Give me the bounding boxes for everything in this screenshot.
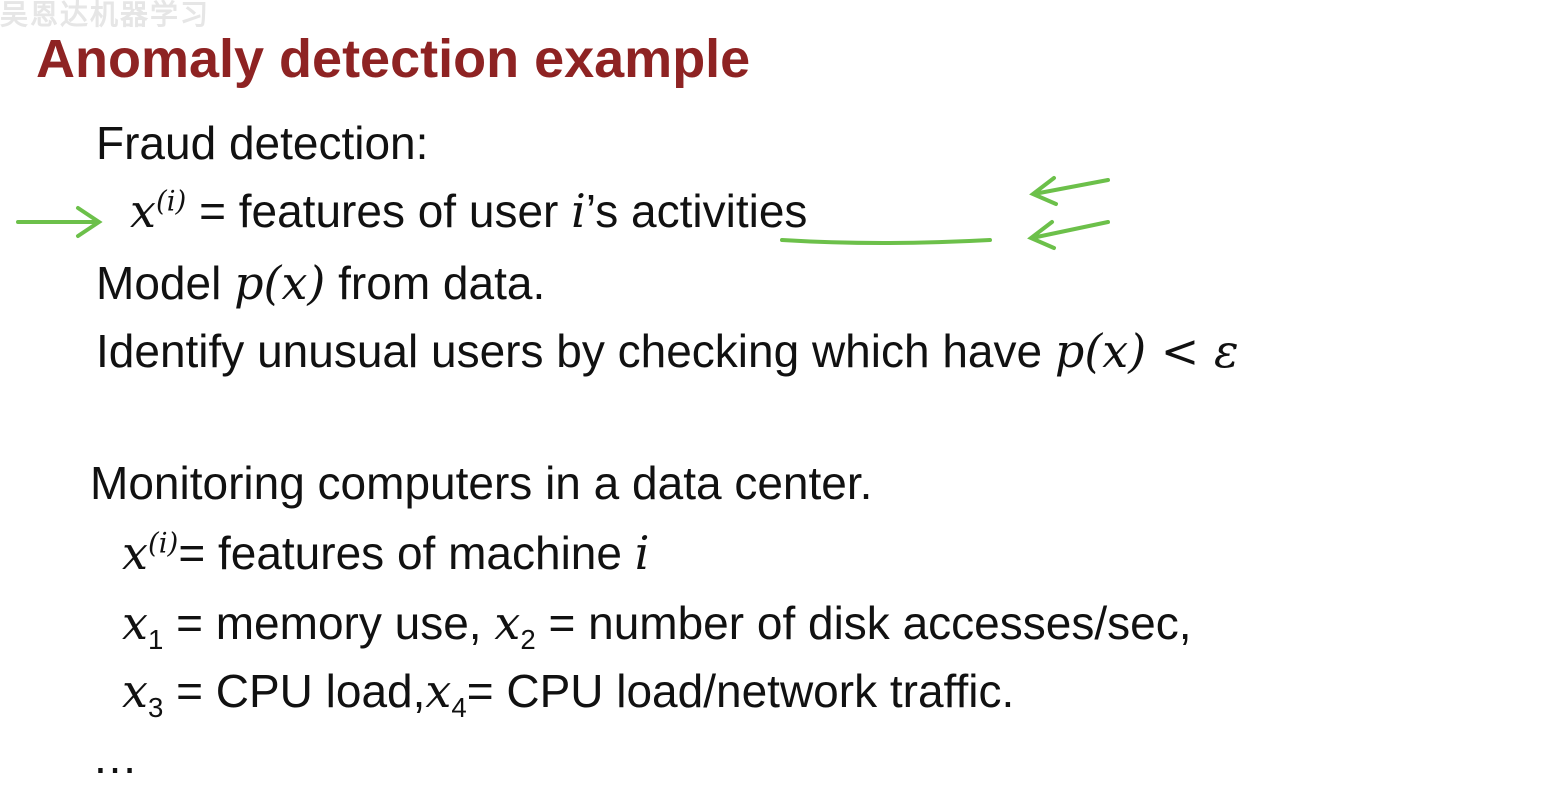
slide-title: Anomaly detection example bbox=[36, 29, 751, 89]
monitor-heading: Monitoring computers in a data center. bbox=[90, 457, 873, 509]
monitor-line-x1-x2: x1 = memory use, x2 = number of disk acc… bbox=[122, 596, 1192, 656]
underlined-word: activities bbox=[631, 185, 808, 237]
fraud-line-features: x(i) = features of user i’s activities bbox=[130, 184, 808, 238]
monitor-line-features: x(i)= features of machine i bbox=[122, 526, 650, 580]
fraud-line-identify: Identify unusual users by checking which… bbox=[96, 324, 1239, 378]
monitor-line-x3-x4: x3 = CPU load,x4= CPU load/network traff… bbox=[122, 664, 1015, 724]
fraud-heading: Fraud detection: bbox=[96, 117, 429, 169]
arrow-right-icon bbox=[16, 206, 103, 238]
watermark: 吴恩达机器学习 bbox=[0, 0, 211, 30]
arrow-left-icon bbox=[1029, 176, 1110, 206]
fraud-line-model: Model p(x) from data. bbox=[96, 256, 546, 310]
ellipsis: … bbox=[92, 731, 138, 783]
underline-annotation bbox=[780, 238, 992, 245]
arrow-left-icon bbox=[1027, 220, 1110, 250]
